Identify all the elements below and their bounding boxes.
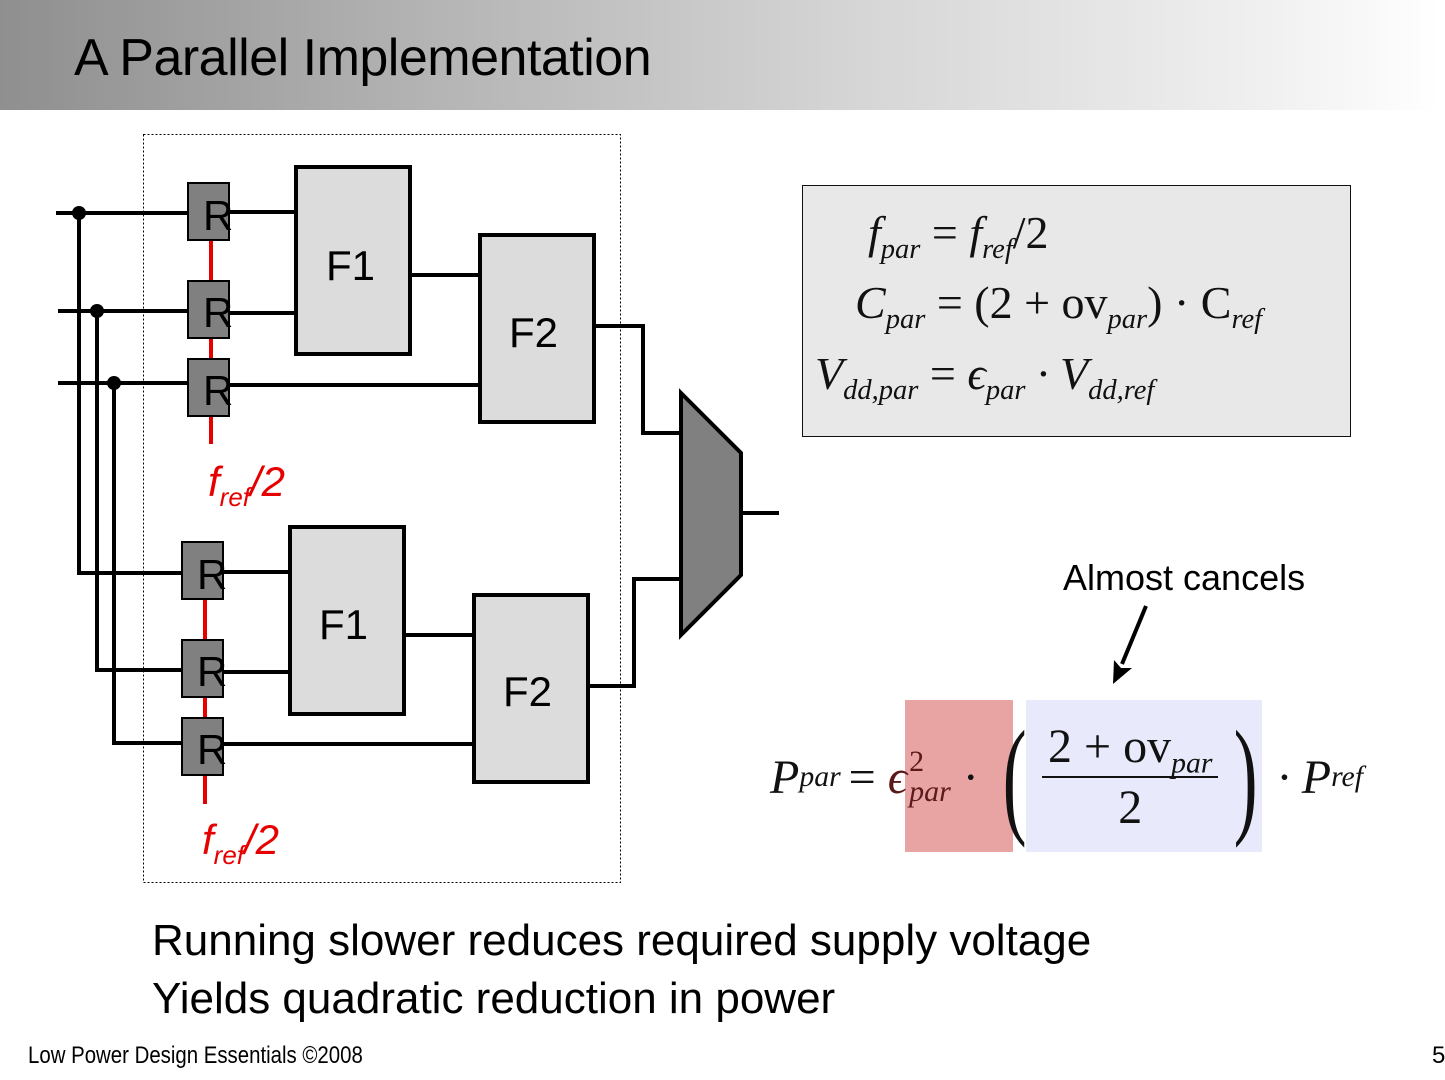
register: R [181,639,227,698]
arrow-icon [1113,605,1148,684]
block-top-f1: F1 [294,165,412,356]
clock-label-bottom: fref/2 [202,816,279,870]
junction-dots [72,206,121,390]
svg-text:R: R [197,726,227,773]
top-path-wires [228,210,682,435]
input-buses [56,211,188,745]
svg-text:R: R [197,648,227,695]
bullet-item: Running slower reduces required supply v… [152,916,1092,965]
clock-label-top: fref/2 [208,458,285,512]
title-bar [0,0,1440,110]
svg-text:R: R [203,367,233,414]
register: R [187,182,233,241]
fraction: 2 + ovpar 2 [1042,719,1219,835]
svg-text:F2: F2 [509,309,558,356]
equation-vdd-par: Vdd,par = ϵpar · Vdd,ref [815,348,1155,406]
block-bottom-f1: F1 [288,525,406,716]
almost-cancels-annotation: Almost cancels [1063,557,1306,598]
svg-text:R: R [203,192,233,239]
equation-f-par: fpar = fref/2 [868,207,1049,265]
svg-text:F1: F1 [326,242,375,289]
block-bottom-f2: F2 [472,593,590,784]
register: R [181,541,227,600]
register: R [181,717,227,776]
bottom-path-wires [222,511,779,746]
register: R [187,280,233,339]
page-number: 5 [1432,1042,1445,1069]
equation-c-par: Cpar = (2 + ovpar) · Cref [855,277,1263,335]
svg-text:F1: F1 [319,601,368,648]
slide-title: A Parallel Implementation [74,29,652,87]
svg-text:R: R [197,551,227,598]
svg-text:R: R [203,289,233,336]
bullet-list: Running slower reduces required supply v… [152,912,1091,1028]
register: R [187,358,233,417]
highlight-epsilon-squared [905,700,1013,852]
multiplexer-icon [679,388,743,640]
footer-copyright: Low Power Design Essentials ©2008 [28,1042,363,1069]
svg-text:F2: F2 [503,668,552,715]
block-top-f2: F2 [478,233,596,424]
bullet-item: Yields quadratic reduction in power [152,974,836,1023]
parallel-boundary [143,134,621,883]
formula-box [802,185,1351,437]
